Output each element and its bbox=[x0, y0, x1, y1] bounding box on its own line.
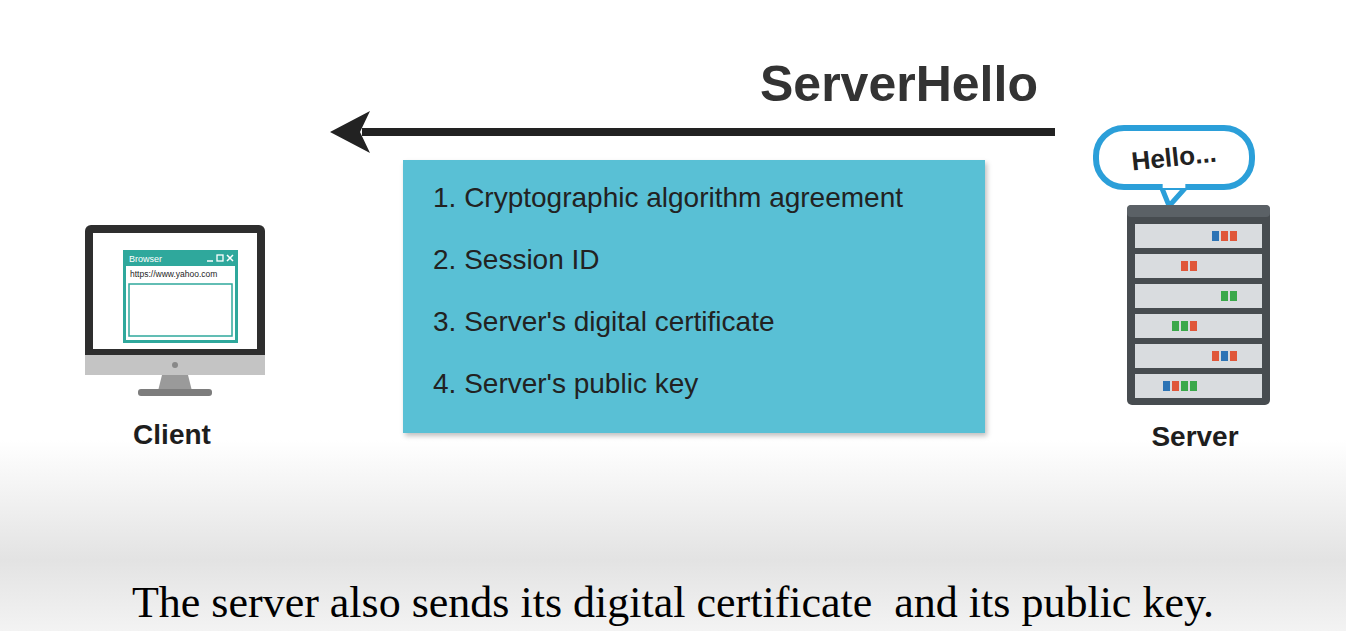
browser-page bbox=[129, 284, 232, 336]
rack-drawer bbox=[1135, 284, 1262, 308]
list-item: 2. Session ID bbox=[433, 242, 600, 278]
status-light bbox=[1190, 261, 1197, 271]
client-computer: Browser https://www.yahoo.comClient bbox=[40, 215, 330, 460]
status-light bbox=[1163, 381, 1170, 391]
list-item: 1. Cryptographic algorithm agreement bbox=[433, 180, 903, 216]
edge-label: ServerHello bbox=[760, 56, 1038, 112]
status-light bbox=[1181, 261, 1188, 271]
message-box: 1. Cryptographic algorithm agreement 2. S… bbox=[403, 160, 985, 433]
window-title: Browser bbox=[129, 253, 162, 266]
rack-drawer bbox=[1135, 224, 1262, 248]
monitor-chin bbox=[85, 355, 265, 375]
server-rack: Server bbox=[1055, 200, 1315, 460]
status-light bbox=[1230, 291, 1237, 301]
list-item: 3. Server's digital certificate bbox=[433, 304, 774, 340]
status-light bbox=[1212, 231, 1219, 241]
arrow-shaft bbox=[362, 128, 1055, 136]
browser-window: Browser https://www.yahoo.com bbox=[123, 250, 238, 343]
node-label: Client bbox=[40, 418, 304, 452]
rack-body bbox=[1127, 205, 1270, 405]
rack-top bbox=[1127, 205, 1270, 217]
maximize-icon bbox=[217, 255, 223, 261]
status-light bbox=[1172, 381, 1179, 391]
status-light bbox=[1230, 351, 1237, 361]
url-text: https://www.yahoo.com bbox=[130, 268, 217, 280]
rack-drawer bbox=[1135, 344, 1262, 368]
arrow-connector bbox=[330, 111, 1055, 153]
monitor-screen bbox=[93, 233, 257, 349]
minimize-icon bbox=[207, 260, 213, 262]
status-light bbox=[1221, 231, 1228, 241]
status-light bbox=[1190, 321, 1197, 331]
status-light bbox=[1172, 321, 1179, 331]
status-light bbox=[1230, 231, 1237, 241]
status-light bbox=[1181, 321, 1188, 331]
node-label: Server bbox=[1095, 420, 1295, 454]
status-light bbox=[1212, 351, 1219, 361]
status-light bbox=[1181, 381, 1188, 391]
monitor-stand bbox=[158, 375, 192, 391]
server-rack-icon bbox=[1055, 200, 1315, 415]
list-item: 4. Server's public key bbox=[433, 366, 698, 402]
rack-drawer bbox=[1135, 314, 1262, 338]
status-light bbox=[1221, 291, 1228, 301]
close-icon bbox=[227, 255, 233, 261]
speech-bubble: Hello... bbox=[1093, 125, 1255, 190]
monitor-base bbox=[138, 389, 212, 396]
rack-drawer bbox=[1135, 254, 1262, 278]
status-light bbox=[1221, 351, 1228, 361]
browser-titlebar bbox=[123, 250, 238, 266]
monitor-frame bbox=[85, 225, 265, 375]
rack-drawer bbox=[1135, 374, 1262, 398]
arrow-head bbox=[330, 111, 370, 153]
bubble-joint bbox=[1163, 182, 1186, 188]
monitor-dot bbox=[172, 362, 178, 368]
status-light bbox=[1190, 381, 1197, 391]
caption: The server also sends its digital certif… bbox=[0, 577, 1346, 629]
